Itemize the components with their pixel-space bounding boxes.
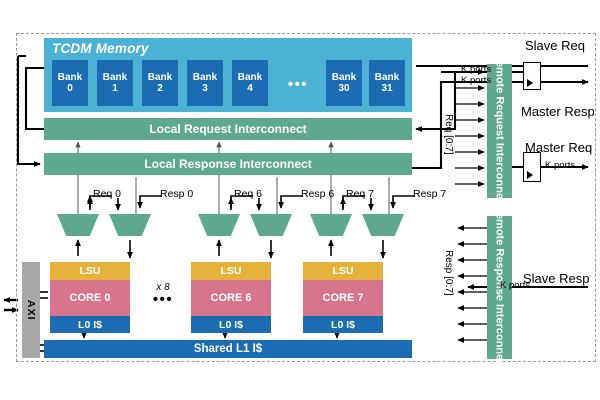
bank-index: 2: [157, 83, 163, 94]
core-multiplier-label: x 8 •••: [140, 281, 186, 309]
tcdm-bank-2: Bank 2: [142, 60, 178, 106]
k-ports-label-1: K ports: [461, 64, 492, 75]
core-0-l0-icache: L0 I$: [50, 316, 130, 333]
bank-index: 30: [338, 83, 350, 94]
bank-name: Bank: [57, 71, 83, 83]
port-label-resp-6: Resp 6: [301, 188, 335, 200]
master-req-label: Master Req: [525, 140, 593, 155]
k-ports-label-2: K ports: [461, 75, 492, 86]
core-multiplier-ellipsis: •••: [152, 291, 174, 308]
demux-resp-0: [109, 214, 151, 236]
slave-resp-label: Slave Resp: [523, 271, 590, 286]
tcdm-bank-31: Bank 31: [369, 60, 405, 106]
bank-name: Bank: [331, 71, 357, 83]
resp-bus-label: Resp [0:7]: [443, 250, 454, 296]
demux-resp-6: [250, 214, 292, 236]
axi-interface-bar: AXI: [22, 262, 40, 358]
shared-l1-icache: Shared L1 I$: [44, 340, 412, 358]
core-0-lsu: LSU: [50, 262, 130, 280]
master-resp-label: Master Resp: [521, 104, 595, 119]
tcdm-bank-30: Bank 30: [326, 60, 362, 106]
core-7-lsu: LSU: [303, 262, 383, 280]
remote-response-interconnect-label: Remote Response Interconnect: [493, 204, 506, 371]
mux-req-6: [198, 214, 240, 236]
mux-req-7: [310, 214, 352, 236]
port-label-resp-0: Resp 0: [160, 188, 194, 200]
core-multiplier-count: x 8: [156, 282, 170, 293]
k-ports-label-3: K ports: [545, 160, 576, 171]
bank-name: Bank: [192, 71, 218, 83]
tcdm-banks-ellipsis: •••: [287, 76, 309, 93]
local-response-interconnect: Local Response Interconnect: [44, 153, 412, 175]
port-label-req-6: Req 6: [234, 188, 263, 200]
remote-request-interconnect-label: Remote Request Interconnect: [493, 53, 506, 209]
bank-index: 1: [112, 83, 118, 94]
tcdm-bank-3: Bank 3: [187, 60, 223, 106]
bank-name: Bank: [237, 71, 263, 83]
demux-resp-7: [362, 214, 404, 236]
core-0-body: CORE 0: [50, 280, 130, 316]
bank-name: Bank: [147, 71, 173, 83]
k-ports-label-5: K ports: [500, 280, 531, 291]
core-6-body: CORE 6: [191, 280, 271, 316]
bank-name: Bank: [102, 71, 128, 83]
cluster-boundary: [16, 33, 596, 362]
mux-req-0: [57, 214, 99, 236]
bank-index: 31: [381, 83, 393, 94]
port-label-resp-7: Resp 7: [413, 188, 447, 200]
remote-response-interconnect: Remote Response Interconnect: [487, 205, 512, 370]
core-6-lsu: LSU: [191, 262, 271, 280]
bank-index: 0: [67, 83, 73, 94]
bank-index: 4: [247, 83, 253, 94]
bank-index: 3: [202, 83, 208, 94]
slave-req-buffer-icon: [523, 62, 541, 90]
tcdm-title: TCDM Memory: [52, 41, 149, 56]
remote-request-interconnect: Remote Request Interconnect: [487, 53, 512, 209]
port-label-req-7: Req 7: [346, 188, 375, 200]
core-6-l0-icache: L0 I$: [191, 316, 271, 333]
master-req-buffer-icon: [523, 152, 541, 182]
slave-req-label: Slave Req: [525, 38, 585, 53]
axi-label: AXI: [25, 299, 37, 321]
bank-name: Bank: [374, 71, 400, 83]
core-7-l0-icache: L0 I$: [303, 316, 383, 333]
core-7-body: CORE 7: [303, 280, 383, 316]
req-bus-label: Req [0:7]: [443, 114, 454, 155]
tcdm-bank-4: Bank 4: [232, 60, 268, 106]
tcdm-bank-1: Bank 1: [97, 60, 133, 106]
local-request-interconnect: Local Request Interconnect: [44, 118, 412, 140]
port-label-req-0: Req 0: [93, 188, 122, 200]
tcdm-bank-0: Bank 0: [52, 60, 88, 106]
